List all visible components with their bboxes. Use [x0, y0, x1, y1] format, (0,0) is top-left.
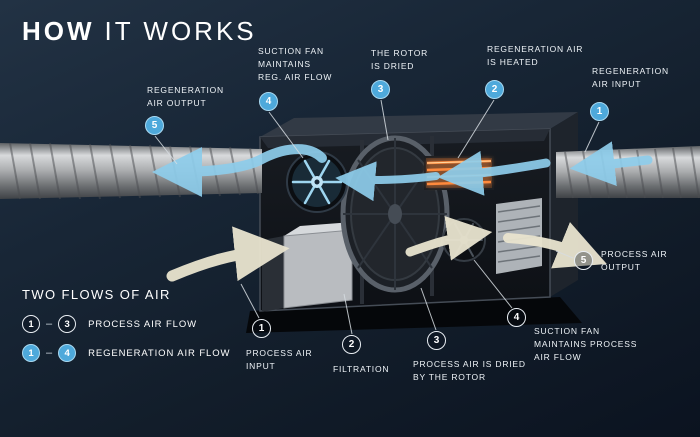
legend: TWO FLOWS OF AIR 1 – 3 PROCESS AIR FLOW …: [22, 287, 230, 373]
callout-label-air-heated: REGENERATION AIR IS HEATED: [487, 44, 584, 67]
callout-label-process-air-input: PROCESS AIR INPUT: [246, 348, 313, 371]
legend-label-process-flow: PROCESS AIR FLOW: [88, 318, 198, 330]
leader-reg-3: [380, 99, 389, 141]
callout-label-process-air-dried: PROCESS AIR IS DRIED BY THE ROTOR: [413, 359, 526, 382]
callout-number-proc-3: 3: [427, 331, 446, 350]
leader-proc-2: [343, 293, 353, 335]
title-it-works: IT WORKS: [104, 16, 257, 46]
legend-circle-regeneration-to: 4: [58, 344, 77, 362]
process-flow-rotor-arrow: [405, 216, 493, 261]
leader-lines: [154, 99, 600, 335]
duct-right: [556, 146, 700, 199]
callout-label-suction-fan-reg: SUCTION FAN MAINTAINS REG. AIR FLOW: [258, 46, 333, 82]
leader-proc-4: [473, 259, 513, 309]
reg-flow-heater-arrow: [437, 150, 551, 196]
regeneration-flow-arrows: [152, 141, 653, 202]
callout-number-reg-4: 4: [259, 92, 278, 111]
callout-number-proc-4: 4: [507, 308, 526, 327]
legend-dash: –: [46, 318, 53, 330]
legend-circle-process-to: 3: [58, 315, 77, 333]
callout-number-proc-5: 5: [574, 251, 593, 270]
title-how: HOW: [22, 16, 95, 46]
filter-box: [283, 229, 353, 309]
legend-label-regeneration-flow: REGENERATION AIR FLOW: [88, 347, 231, 359]
process-flow-input-arrow: [166, 226, 290, 282]
legend-dash: –: [46, 347, 53, 359]
leader-reg-2: [457, 99, 495, 159]
callout-number-reg-5: 5: [145, 116, 164, 135]
leader-proc-3: [420, 287, 437, 331]
reg-flow-input-arrow: [569, 141, 653, 187]
reg-flow-rotor-arrow: [335, 161, 440, 202]
legend-row-regeneration-flow: 1 – 4 REGENERATION AIR FLOW: [22, 344, 230, 362]
leader-reg-4: [268, 111, 304, 159]
callout-number-reg-2: 2: [485, 80, 504, 99]
callout-number-proc-2: 2: [342, 335, 361, 354]
callout-label-suction-fan-process: SUCTION FAN MAINTAINS PROCESS AIR FLOW: [534, 326, 638, 362]
callout-label-rotor-dried: THE ROTOR IS DRIED: [371, 48, 429, 71]
legend-circle-regeneration-from: 1: [22, 344, 40, 362]
callout-number-reg-3: 3: [371, 80, 390, 99]
callout-label-filtration: FILTRATION: [333, 364, 390, 374]
callout-number-reg-1: 1: [590, 102, 609, 121]
leader-proc-1: [240, 283, 260, 319]
machine-base: [246, 297, 582, 333]
leader-proc-5: [555, 250, 574, 259]
legend-row-process-flow: 1 – 3 PROCESS AIR FLOW: [22, 315, 230, 333]
leader-reg-5: [154, 135, 178, 165]
machine-top-face: [260, 112, 578, 137]
legend-title: TWO FLOWS OF AIR: [22, 287, 171, 302]
leader-reg-1: [584, 121, 600, 153]
callout-label-reg-air-input: REGENERATION AIR INPUT: [592, 66, 669, 89]
legend-circle-process-from: 1: [22, 315, 40, 333]
callout-number-proc-1: 1: [252, 319, 271, 338]
reg-flow-output-arrow: [152, 144, 327, 197]
callout-label-reg-air-output: REGENERATION AIR OUTPUT: [147, 85, 224, 108]
page-title: HOW IT WORKS: [22, 16, 257, 47]
machine-right-face: [550, 112, 578, 297]
callout-label-process-air-output: PROCESS AIR OUTPUT: [601, 249, 668, 272]
regeneration-fan: [286, 151, 348, 213]
